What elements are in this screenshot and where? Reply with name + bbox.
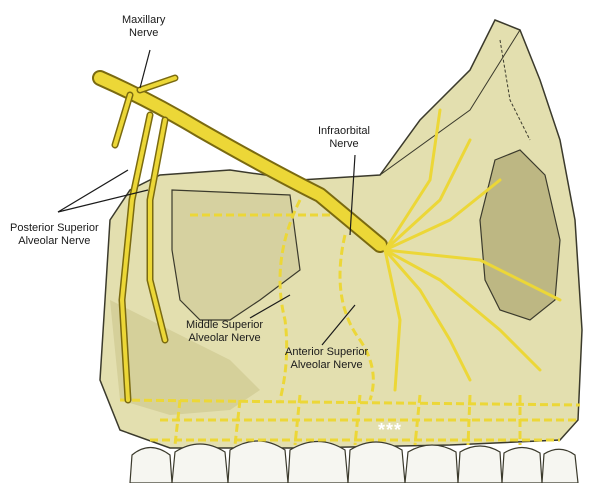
maxillary-nerve-label-line2: Nerve xyxy=(122,27,165,40)
anterior-superior-alveolar-label-line2: Alveolar Nerve xyxy=(285,359,368,372)
middle-superior-alveolar-label: Middle Superior Alveolar Nerve xyxy=(186,319,263,345)
middle-superior-alveolar-label-line1: Middle Superior xyxy=(186,319,263,332)
middle-superior-alveolar-label-line2: Alveolar Nerve xyxy=(186,332,263,345)
dental-plexus-marker: *** xyxy=(378,420,402,441)
posterior-superior-alveolar-label-line1: Posterior Superior xyxy=(10,222,99,235)
posterior-superior-alveolar-label-line2: Alveolar Nerve xyxy=(10,235,99,248)
infraorbital-nerve-label: Infraorbital Nerve xyxy=(318,125,370,151)
posterior-superior-alveolar-label: Posterior Superior Alveolar Nerve xyxy=(10,222,99,248)
infraorbital-nerve-label-line2: Nerve xyxy=(318,138,370,151)
teeth-row xyxy=(130,441,578,483)
infraorbital-nerve-label-line1: Infraorbital xyxy=(318,125,370,138)
anterior-superior-alveolar-label: Anterior Superior Alveolar Nerve xyxy=(285,346,368,372)
maxillary-nerve-label-line1: Maxillary xyxy=(122,14,165,27)
anterior-superior-alveolar-label-line1: Anterior Superior xyxy=(285,346,368,359)
maxillary-nerve-label: Maxillary Nerve xyxy=(122,14,165,40)
